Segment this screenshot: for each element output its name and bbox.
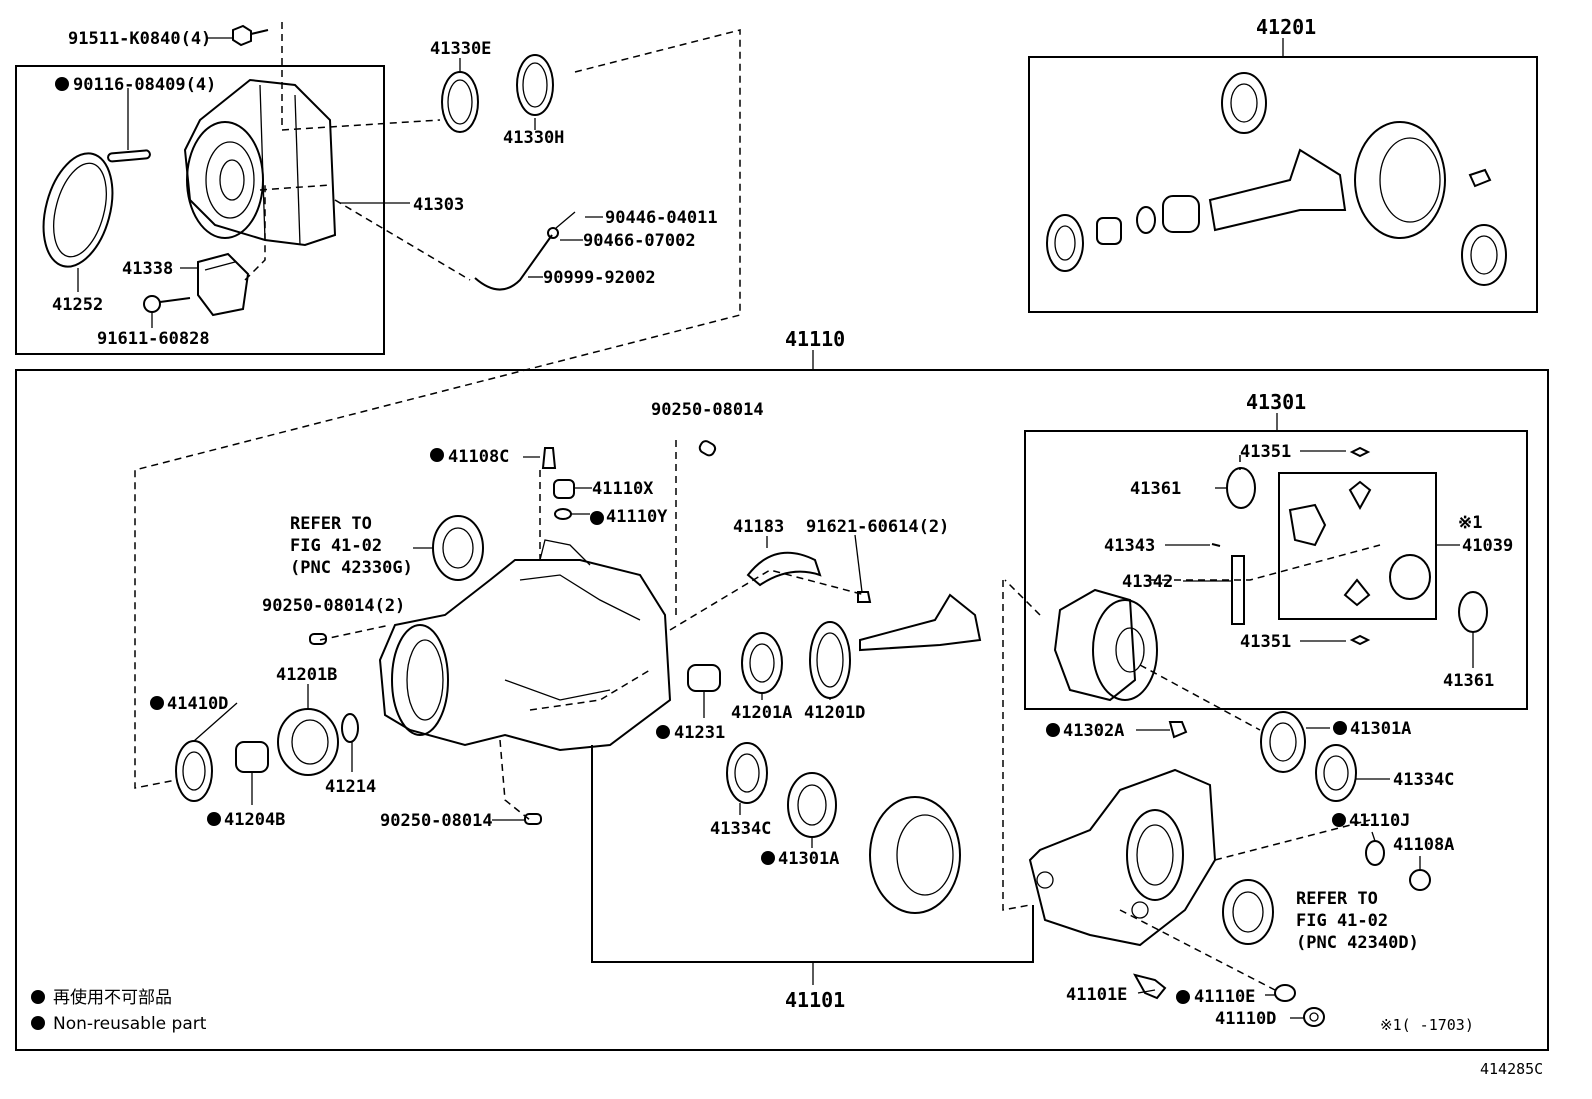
label-41101E: 41101E [1066,985,1127,1005]
label-90446: 90446-04011 [605,208,718,228]
label-90250-top: 90250-08014 [651,400,764,420]
label-90250-2: 90250-08014(2) [262,596,405,616]
label-41330H: 41330H [503,128,564,148]
label-41214: 41214 [325,777,376,797]
seal-41330E [441,71,479,133]
label-41110: 41110 [785,327,845,351]
pin-90116 [107,149,151,163]
refer2-line1: REFER TO [1296,889,1378,909]
carrier-housing-right [1028,768,1217,947]
hose-90999 [474,211,576,291]
label-41301A-left: 41301A [778,849,839,869]
label-41361-left: 41361 [1130,479,1181,499]
refer1-line3: (PNC 42330G) [290,558,413,578]
label-90466: 90466-07002 [583,231,696,251]
pinion-gear-subframe [1278,472,1437,620]
refer2-line2: FIG 41-02 [1296,911,1388,931]
footnote: ※1( -1703) [1380,1016,1474,1034]
differential-case-frame [1024,430,1528,710]
label-41303: 41303 [413,195,464,215]
label-41410D: 41410D [167,694,228,714]
refer2-line3: (PNC 42340D) [1296,933,1419,953]
refer1-line1: REFER TO [290,514,372,534]
label-41342: 41342 [1122,572,1173,592]
label-41301: 41301 [1246,390,1306,414]
diagram-id: 414285C [1480,1060,1543,1078]
label-41201A: 41201A [731,703,792,723]
label-41110Y: 41110Y [606,507,668,527]
refer1-line2: FIG 41-02 [290,536,382,556]
label-41039: 41039 [1462,536,1513,556]
label-41201B: 41201B [276,665,337,685]
label-41338: 41338 [122,259,173,279]
label-41201: 41201 [1256,15,1316,39]
label-41201D: 41201D [804,703,865,723]
label-41330E: 41330E [430,39,491,59]
label-41334C-left: 41334C [710,819,771,839]
ring-pinion-kit-parts [1046,72,1507,286]
label-41301A-right: 41301A [1350,719,1411,739]
label-41361-right: 41361 [1443,671,1494,691]
non-reusable-markers [31,77,1347,1030]
label-41110J: 41110J [1349,811,1410,831]
differential-case-part [1053,446,1488,702]
label-41231: 41231 [674,723,725,743]
label-90116: 90116-08409(4) [73,75,216,95]
label-41252: 41252 [52,295,103,315]
label-41351-top: 41351 [1240,442,1291,462]
label-90999: 90999-92002 [543,268,656,288]
label-41110X: 41110X [592,479,654,499]
bolt-91611 [143,295,191,313]
carrier-housing-41101 [378,539,672,752]
rear-cover-part [183,78,337,247]
label-90250-bottom: 90250-08014 [380,811,493,831]
ring-pinion-kit-frame [1028,56,1538,313]
cover-assembly-frame [15,65,385,355]
label-91611: 91611-60828 [97,329,210,349]
label-91621: 91621-60614(2) [806,517,949,537]
seal-ring-41252 [42,152,114,268]
note-marker: ※1 [1458,513,1482,533]
label-41101: 41101 [785,988,845,1012]
label-41351-bottom: 41351 [1240,632,1291,652]
label-41302A: 41302A [1063,721,1124,741]
label-41334C-right: 41334C [1393,770,1454,790]
label-41110E: 41110E [1194,987,1255,1007]
bracket-41338 [197,252,250,317]
legend-en: Non-reusable part [53,1014,207,1034]
legend-jp: 再使用不可部品 [53,987,172,1008]
label-41108A: 41108A [1393,835,1454,855]
differential-carrier-frame [15,369,1549,1051]
label-91511: 91511-K0840(4) [68,29,211,49]
label-41110D: 41110D [1215,1009,1276,1029]
seal-41330H [516,54,554,116]
bolt-91511 [232,24,269,47]
label-41108C: 41108C [448,447,509,467]
label-41183: 41183 [733,517,784,537]
label-41204B: 41204B [224,810,285,830]
label-41343: 41343 [1104,536,1155,556]
leader-lines [77,37,1474,1019]
